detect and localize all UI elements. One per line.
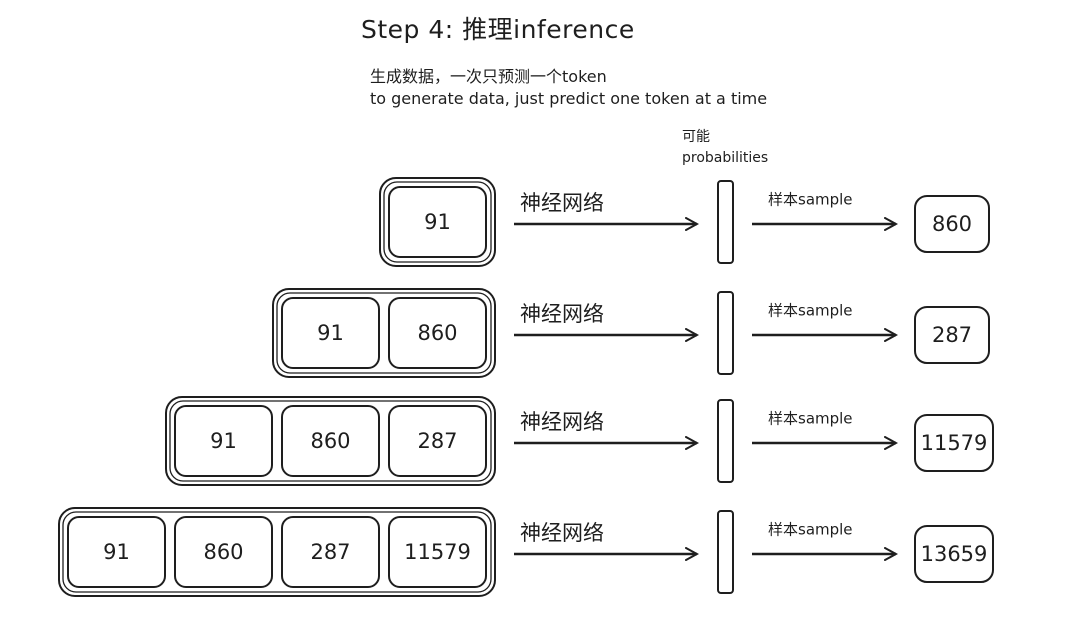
sequence-container — [272, 288, 496, 378]
sample-label: 样本sample — [768, 410, 853, 428]
token-cell — [281, 516, 380, 588]
output-token-value: 13659 — [921, 542, 988, 566]
sequence-container-inner — [276, 292, 492, 374]
token-value: 91 — [424, 210, 451, 234]
token-value: 287 — [310, 540, 350, 564]
token-cell — [388, 516, 487, 588]
probabilities-bar — [717, 291, 734, 375]
sequence-container-inner — [169, 400, 492, 482]
token-value: 11579 — [404, 540, 471, 564]
output-token-cell — [914, 525, 994, 583]
sequence-container-inner — [62, 511, 492, 593]
probabilities-label: 可能 probabilities — [682, 127, 768, 169]
network-label: 神经网络 — [520, 521, 604, 545]
sample-label: 样本sample — [768, 191, 853, 209]
network-label: 神经网络 — [520, 191, 604, 215]
probabilities-bar — [717, 399, 734, 483]
diagram-title: Step 4: 推理inference — [361, 15, 635, 44]
description-en: to generate data, just predict one token… — [370, 89, 768, 108]
network-label: 神经网络 — [520, 302, 604, 326]
token-value: 91 — [210, 429, 237, 453]
inference-row: 91 860 287 11579 神经网络 样本sample 13659 — [58, 507, 994, 597]
token-value: 91 — [103, 540, 130, 564]
description-zh: 生成数据，一次只预测一个token — [370, 67, 607, 86]
sample-label: 样本sample — [768, 302, 853, 320]
description: 生成数据，一次只预测一个token to generate data, just… — [370, 66, 767, 110]
token-cell — [388, 186, 487, 258]
token-value: 91 — [317, 321, 344, 345]
sequence-container — [165, 396, 496, 486]
token-cell — [174, 516, 273, 588]
probabilities-bar — [717, 180, 734, 264]
token-value: 860 — [310, 429, 350, 453]
token-cell — [388, 405, 487, 477]
probabilities-label-zh: 可能 — [682, 129, 710, 145]
probabilities-label-en: probabilities — [682, 150, 769, 166]
network-label: 神经网络 — [520, 410, 604, 434]
token-cell — [174, 405, 273, 477]
token-value: 860 — [203, 540, 243, 564]
inference-row: 91 860 神经网络 样本sample 287 — [272, 288, 990, 378]
output-token-cell — [914, 195, 990, 253]
output-token-value: 287 — [932, 323, 972, 347]
sequence-container — [58, 507, 496, 597]
output-token-cell — [914, 414, 994, 472]
inference-row: 91 神经网络 样本sample 860 — [379, 177, 990, 267]
sample-label: 样本sample — [768, 521, 853, 539]
sequence-container-inner — [383, 181, 492, 263]
probabilities-bar — [717, 510, 734, 594]
token-value: 860 — [417, 321, 457, 345]
sequence-container — [379, 177, 496, 267]
output-token-value: 11579 — [921, 431, 988, 455]
token-cell — [281, 297, 380, 369]
token-value: 287 — [417, 429, 457, 453]
token-cell — [67, 516, 166, 588]
output-token-cell — [914, 306, 990, 364]
token-cell — [388, 297, 487, 369]
output-token-value: 860 — [932, 212, 972, 236]
token-cell — [281, 405, 380, 477]
inference-row: 91 860 287 神经网络 样本sample 11579 — [165, 396, 994, 486]
